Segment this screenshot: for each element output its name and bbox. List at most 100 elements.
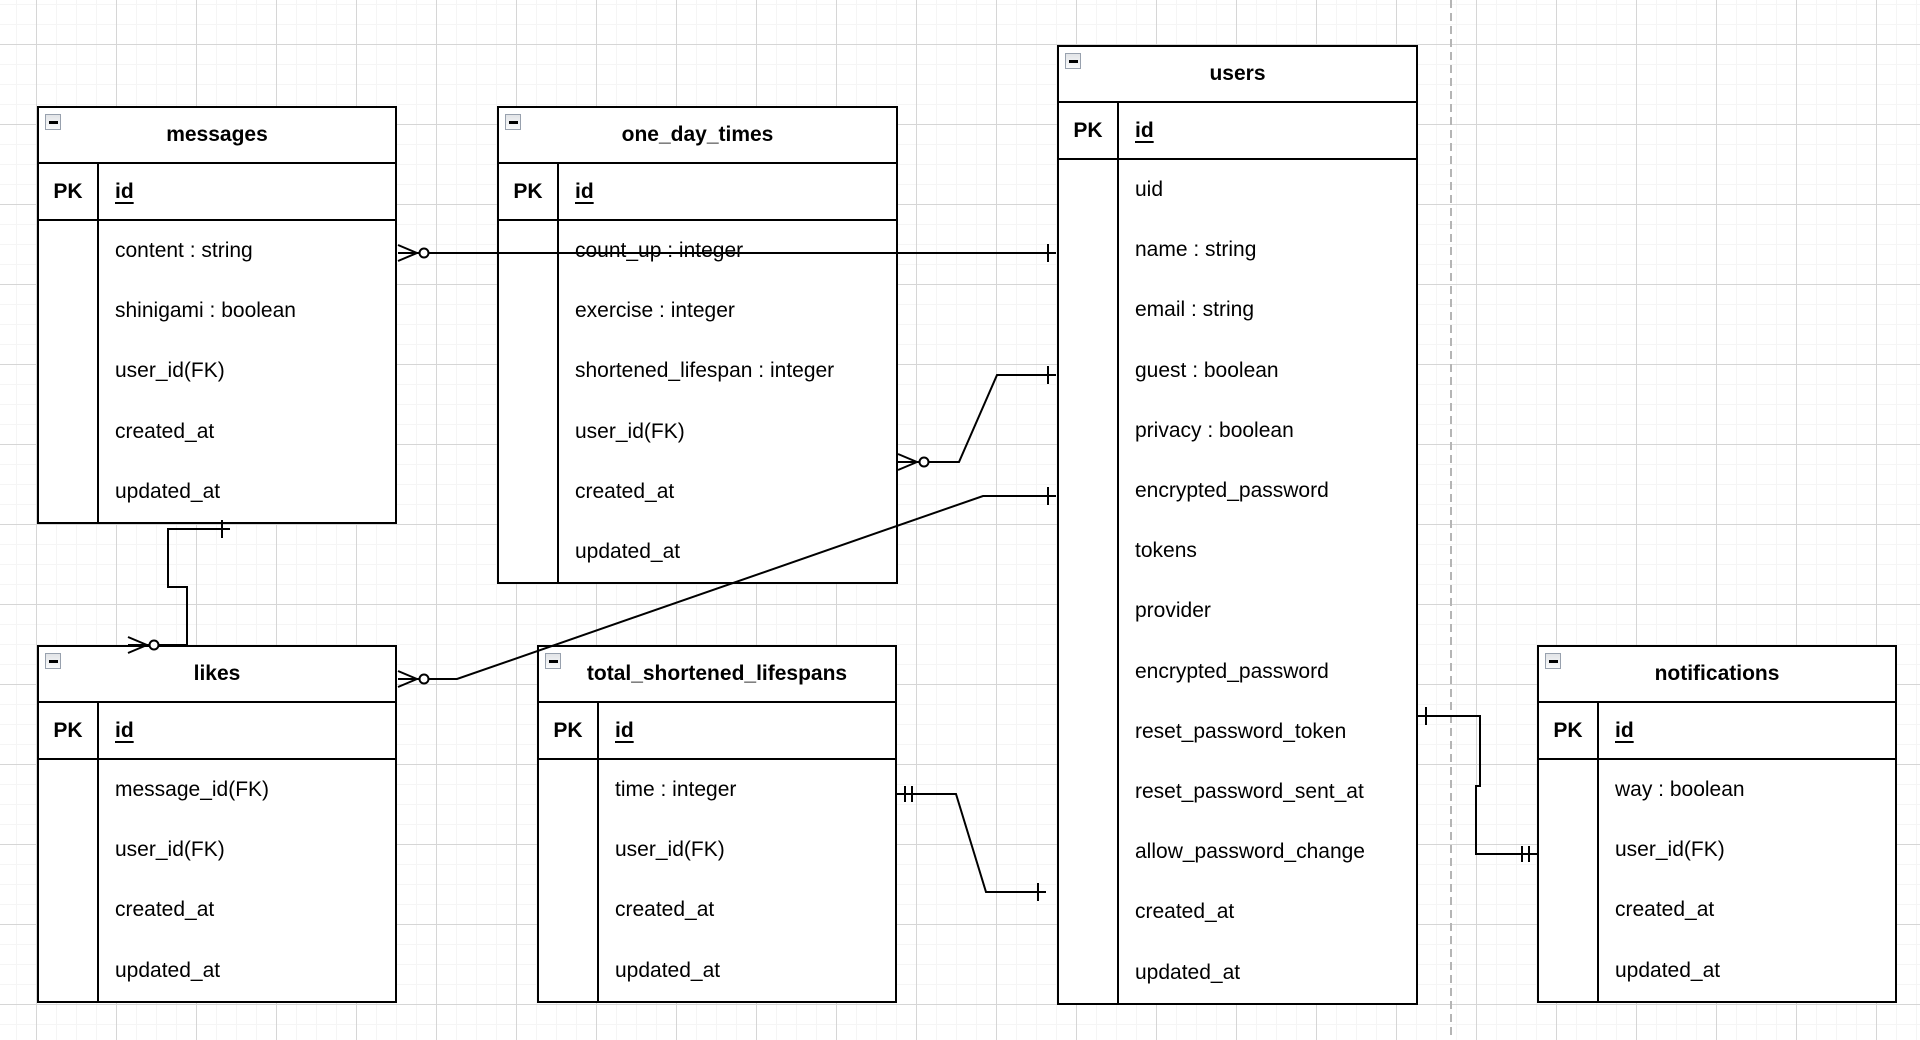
field-label: content : string xyxy=(115,239,253,263)
field-row[interactable]: message_id(FK) xyxy=(99,760,395,820)
field-label: reset_password_token xyxy=(1135,719,1347,743)
field-row[interactable]: uid xyxy=(1119,160,1416,220)
field-label: count_up : integer xyxy=(575,239,744,263)
field-row[interactable]: way : boolean xyxy=(1599,760,1895,820)
field-row[interactable]: provider xyxy=(1119,581,1416,641)
field-label: created_at xyxy=(1135,900,1235,924)
field-row[interactable]: shinigami : boolean xyxy=(99,281,395,341)
pk-label: PK xyxy=(39,164,99,219)
field-row[interactable]: encrypted_password xyxy=(1119,461,1416,521)
field-row[interactable]: user_id(FK) xyxy=(599,820,895,880)
pk-label: PK xyxy=(539,703,599,758)
field-row[interactable]: guest : boolean xyxy=(1119,341,1416,401)
pk-field-name: id xyxy=(115,718,134,742)
table-header[interactable]: likes xyxy=(39,647,395,703)
collapse-icon[interactable] xyxy=(1065,53,1081,69)
field-row[interactable]: created_at xyxy=(99,402,395,462)
field-label: provider xyxy=(1135,599,1211,623)
field-row[interactable]: time : integer xyxy=(599,760,895,820)
field-row[interactable]: content : string xyxy=(99,221,395,281)
field-row[interactable]: created_at xyxy=(99,880,395,940)
field-label: created_at xyxy=(115,898,215,922)
field-label: user_id(FK) xyxy=(115,838,225,862)
field-row[interactable]: encrypted_password xyxy=(1119,642,1416,702)
field-row[interactable]: tokens xyxy=(1119,521,1416,581)
table-header[interactable]: total_shortened_lifespans xyxy=(539,647,895,703)
primary-key-row[interactable]: PK id xyxy=(1539,703,1895,760)
field-row[interactable]: updated_at xyxy=(99,941,395,1001)
field-label: created_at xyxy=(575,479,675,503)
collapse-icon[interactable] xyxy=(1545,653,1561,669)
field-row[interactable]: user_id(FK) xyxy=(99,820,395,880)
minus-glyph xyxy=(48,659,58,663)
pk-field-name: id xyxy=(115,179,134,203)
collapse-icon[interactable] xyxy=(45,653,61,669)
field-row[interactable]: exercise : integer xyxy=(559,281,896,341)
field-row[interactable]: updated_at xyxy=(99,462,395,522)
field-row[interactable]: name : string xyxy=(1119,220,1416,280)
minus-glyph xyxy=(508,120,518,124)
field-label: exercise : integer xyxy=(575,299,735,323)
field-label: way : boolean xyxy=(1615,778,1745,802)
field-label: updated_at xyxy=(115,958,221,982)
table-header[interactable]: users xyxy=(1059,47,1416,103)
field-row[interactable]: reset_password_token xyxy=(1119,702,1416,762)
field-label: user_id(FK) xyxy=(615,838,725,862)
collapse-icon[interactable] xyxy=(505,114,521,130)
field-row[interactable]: updated_at xyxy=(559,522,896,582)
field-label: created_at xyxy=(1615,898,1715,922)
pk-label: PK xyxy=(1539,703,1599,758)
field-row[interactable]: allow_password_change xyxy=(1119,822,1416,882)
minus-glyph xyxy=(1068,59,1078,63)
field-label: privacy : boolean xyxy=(1135,418,1294,442)
field-row[interactable]: created_at xyxy=(599,880,895,940)
table-header[interactable]: notifications xyxy=(1539,647,1895,703)
table-title: one_day_times xyxy=(621,123,774,146)
table-title: users xyxy=(1209,62,1266,85)
collapse-icon[interactable] xyxy=(45,114,61,130)
field-label: email : string xyxy=(1135,298,1255,322)
field-row[interactable]: created_at xyxy=(559,462,896,522)
field-row[interactable]: user_id(FK) xyxy=(1599,820,1895,880)
field-row[interactable]: privacy : boolean xyxy=(1119,401,1416,461)
field-row[interactable]: updated_at xyxy=(1119,942,1416,1002)
pk-column-spacer xyxy=(499,221,559,583)
field-row[interactable]: user_id(FK) xyxy=(99,341,395,401)
pk-column-spacer xyxy=(1059,160,1119,1003)
field-label: guest : boolean xyxy=(1135,358,1279,382)
field-row[interactable]: created_at xyxy=(1119,882,1416,942)
field-label: updated_at xyxy=(615,958,721,982)
field-label: updated_at xyxy=(115,479,221,503)
table-header[interactable]: one_day_times xyxy=(499,108,896,164)
field-row[interactable]: email : string xyxy=(1119,280,1416,340)
pk-label: PK xyxy=(1059,103,1119,158)
primary-key-row[interactable]: PK id xyxy=(39,164,395,221)
field-row[interactable]: updated_at xyxy=(599,941,895,1001)
collapse-icon[interactable] xyxy=(545,653,561,669)
field-row[interactable]: shortened_lifespan : integer xyxy=(559,341,896,401)
field-label: user_id(FK) xyxy=(1615,838,1725,862)
field-row[interactable]: reset_password_sent_at xyxy=(1119,762,1416,822)
pk-field-name: id xyxy=(1615,718,1634,742)
field-row[interactable]: user_id(FK) xyxy=(559,402,896,462)
field-row[interactable]: count_up : integer xyxy=(559,221,896,281)
field-row[interactable]: updated_at xyxy=(1599,941,1895,1001)
field-label: allow_password_change xyxy=(1135,840,1365,864)
table-header[interactable]: messages xyxy=(39,108,395,164)
field-label: encrypted_password xyxy=(1135,659,1329,683)
field-label: created_at xyxy=(615,898,715,922)
field-label: time : integer xyxy=(615,778,737,802)
table-title: likes xyxy=(193,662,241,685)
field-row[interactable]: created_at xyxy=(1599,880,1895,940)
